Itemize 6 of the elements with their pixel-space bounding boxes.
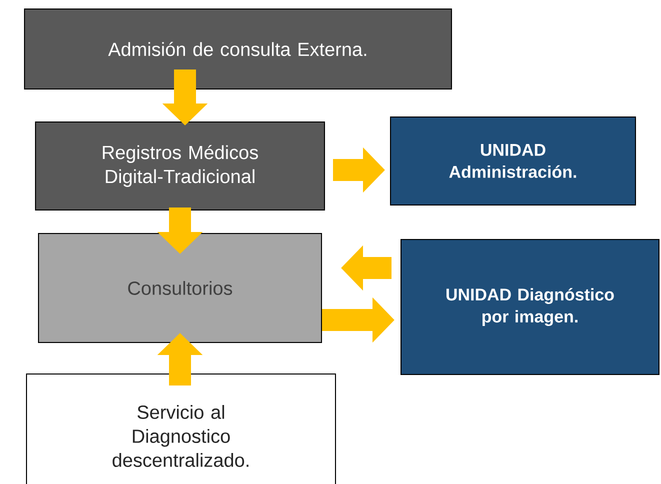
process-box: UNIDAD Diagnóstico por imagen. xyxy=(400,239,660,375)
process-box: Registros Médicos Digital-Tradicional xyxy=(35,122,325,210)
process-box: UNIDAD Administración. xyxy=(390,116,636,206)
process-box: Admisión de consulta Externa. xyxy=(24,8,452,90)
process-box: Servicio al Diagnostico descentralizado. xyxy=(26,374,336,484)
process-box: Consultorios xyxy=(38,233,322,343)
